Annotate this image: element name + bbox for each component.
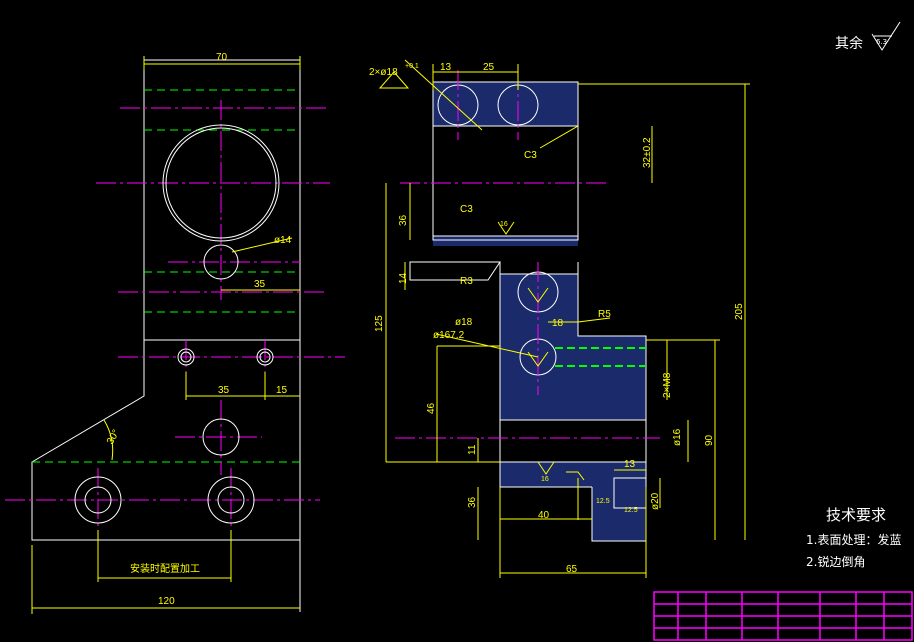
dim-13-top: 13 [440,62,452,73]
rough-125b: 12.5 [624,507,638,514]
right-view-dimension-text: 2×ø18 +0.1 13 25 C3 C3 32±0.2 36 14 R3 1… [369,62,745,575]
left-view-center-lines [5,100,345,535]
tech-req-item-1: 1.表面处理：发蓝 [806,532,901,547]
base-hole-right-outer [207,476,255,524]
dim-32: 32±0.2 [642,137,653,168]
dim-120: 120 [158,596,175,607]
dim-13-bottom: 13 [624,459,636,470]
dim-65: 65 [566,564,578,575]
left-view-dimensions [31,56,301,614]
small-hole-left [177,348,195,366]
dim-18-hole: ø18 [455,317,473,328]
roughness-symbol [871,21,901,51]
right-view-hidden-lines [555,347,646,367]
tech-req-item-2: 2.锐边倒角 [806,555,865,569]
base-hole-right-inner [217,486,245,514]
small-hole-right-inner [259,351,271,363]
dim-36-lower: 36 [467,496,478,508]
left-view [5,59,345,612]
dim-125: 125 [374,315,385,332]
left-view-outline [31,59,301,612]
base-hole-left-inner [84,486,112,514]
roughness-note: 其余 6.3 [835,21,901,52]
dim-40: 40 [538,510,550,521]
roughness-value: 6.3 [876,38,887,46]
dim-c3-a: C3 [524,150,537,161]
dim-46: 46 [426,402,437,414]
dim-holes-tol: +0.1 [405,63,419,70]
left-view-hidden-lines [32,89,300,463]
dim-2-holes: 2×ø18 [369,67,398,78]
large-bore-inner [165,127,277,239]
left-view-dimension-text: 70 ø14 35 35 15 30° 安装时配置加工 120 [105,52,292,607]
dim-36-upper: 36 [398,214,409,226]
dim-thread: 2×M8 [662,372,673,398]
dim-angle-30: 30° [105,428,122,447]
rough-125a: 12.5 [596,498,610,505]
base-hole-left-outer [74,476,122,524]
rough-16a: 16 [500,221,508,228]
dim-15: 15 [276,385,288,396]
dim-205: 205 [734,303,745,320]
mid-hole [202,418,240,456]
dim-r3: R3 [460,276,473,287]
dim-c3-b: C3 [460,204,473,215]
dim-25: 25 [483,62,495,73]
dim-14-left: 14 [398,272,409,284]
dim-70: 70 [216,52,228,63]
dim-r5: R5 [598,309,611,320]
dim-hole-14: ø14 [274,235,292,246]
dim-16: ø16 [672,428,683,446]
title-block [653,591,913,641]
right-view-dimensions [378,59,750,578]
small-hole-right [256,348,274,366]
right-view-center-lines [395,70,660,439]
hole-14 [203,244,239,280]
tech-req-title: 技术要求 [826,506,886,524]
rough-16b: 16 [541,476,549,483]
roughness-label: 其余 [835,35,863,52]
large-bore-outer [162,124,280,242]
dim-11: 11 [467,444,478,455]
tech-requirements: 技术要求 1.表面处理：发蓝 2.锐边倒角 [806,506,901,569]
dim-35-upper: 35 [254,279,266,290]
dim-90: 90 [704,434,715,446]
install-note: 安装时配置加工 [130,562,200,575]
small-hole-left-inner [180,351,192,363]
dim-20: ø20 [650,492,661,510]
dim-167: ø167.2 [433,330,465,341]
dim-35-lower: 35 [218,385,230,396]
dim-18: 18 [552,318,564,329]
